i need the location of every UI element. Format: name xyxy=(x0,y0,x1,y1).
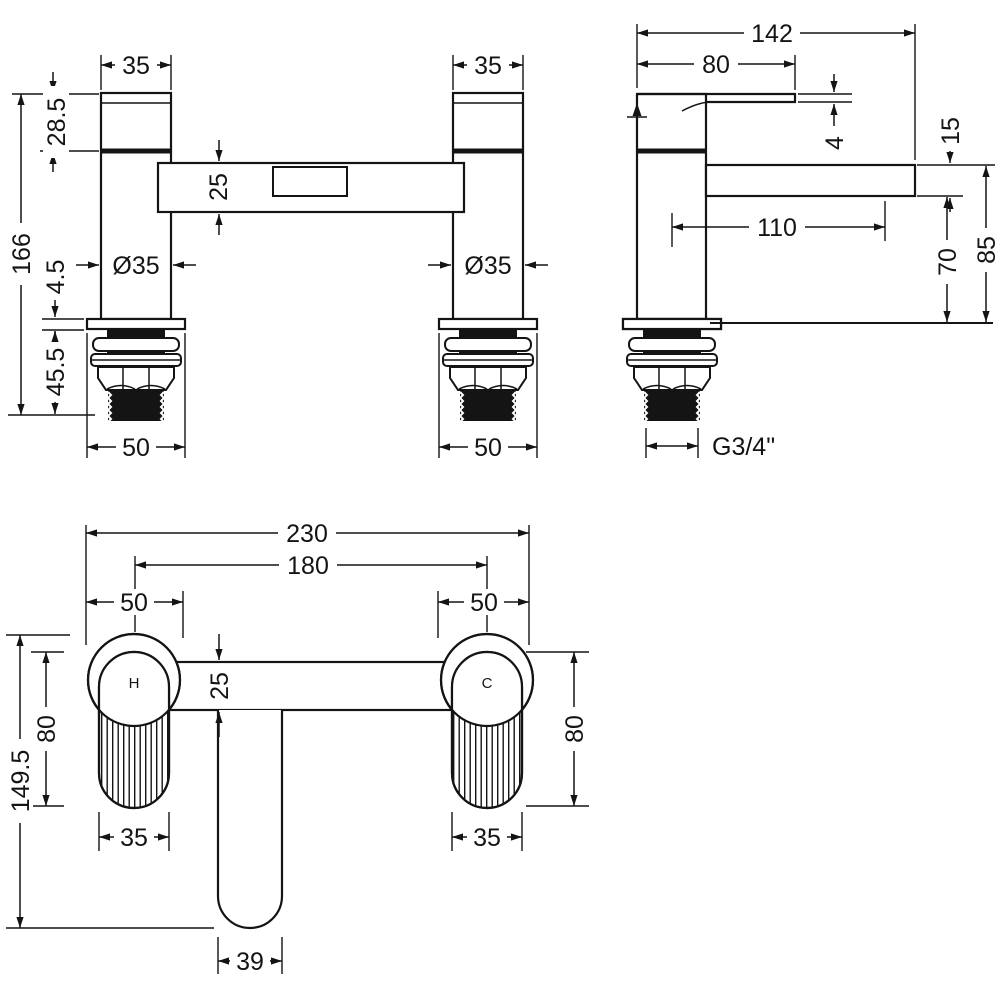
plan-spout xyxy=(216,710,284,930)
side-view: 142 80 4 15 110 70 85 G3/4" xyxy=(621,20,1000,461)
dim-front-body-dia-left: Ø35 xyxy=(112,252,159,280)
side-tail xyxy=(621,317,723,424)
dim-side-overall-depth: 142 xyxy=(751,20,793,48)
dim-plan-overall-width: 230 xyxy=(286,520,328,548)
dim-plan-handle-length-right: 80 xyxy=(561,715,589,743)
dim-front-flange-thickness: 4.5 xyxy=(42,260,70,295)
dim-front-overall-height: 166 xyxy=(8,233,36,275)
front-tail-left xyxy=(85,317,187,424)
side-lever xyxy=(637,92,797,104)
front-view: 35 35 28.5 166 25 Ø35 Ø35 4.5 xyxy=(8,52,548,462)
dim-plan-handle-width-left: 35 xyxy=(120,824,148,852)
dim-side-spout-thickness: 15 xyxy=(937,117,965,145)
plan-view: H C 230 180 50 50 25 xyxy=(6,520,589,976)
dim-plan-escutcheon-right: 50 xyxy=(470,589,498,617)
dim-side-spout-reach: 110 xyxy=(757,214,797,242)
dim-front-flange-width-left: 50 xyxy=(122,434,150,462)
dim-plan-handle-width-right: 35 xyxy=(473,824,501,852)
side-body xyxy=(635,92,708,321)
side-spout xyxy=(704,163,917,198)
dim-front-tail-length: 45.5 xyxy=(42,348,70,397)
plan-handle-right: C xyxy=(439,632,535,810)
dim-front-upper-height: 28.5 xyxy=(43,98,71,147)
plan-crossbar xyxy=(132,660,489,712)
dim-side-spout-height: 85 xyxy=(973,236,1000,264)
dim-front-flange-width-right: 50 xyxy=(474,434,502,462)
front-label-plate xyxy=(272,166,348,197)
dim-plan-spout-width: 39 xyxy=(236,948,264,976)
dim-side-lever-thickness: 4 xyxy=(821,136,849,150)
side-flow-arrow xyxy=(632,103,642,116)
dim-front-body-dia-right: Ø35 xyxy=(464,252,511,280)
dim-side-thread-size: G3/4" xyxy=(712,433,775,461)
dim-front-bar-thickness: 25 xyxy=(205,173,233,201)
side-lever-fillet xyxy=(681,101,710,112)
dim-side-spout-clearance: 70 xyxy=(934,248,962,276)
dim-front-top-width-right: 35 xyxy=(474,52,502,80)
front-tail-right xyxy=(437,317,539,424)
plan-handle-left: H xyxy=(86,632,182,810)
dim-plan-bar-width: 25 xyxy=(206,672,234,700)
cold-label: C xyxy=(482,675,493,692)
dim-plan-escutcheon-left: 50 xyxy=(120,589,148,617)
dim-plan-overall-length: 149.5 xyxy=(7,750,35,813)
dim-front-top-width-left: 35 xyxy=(122,52,150,80)
dim-plan-handle-length-left: 80 xyxy=(33,715,61,743)
dim-plan-tap-centres: 180 xyxy=(287,552,329,580)
dim-side-handle-depth: 80 xyxy=(702,51,730,79)
hot-label: H xyxy=(129,675,140,692)
